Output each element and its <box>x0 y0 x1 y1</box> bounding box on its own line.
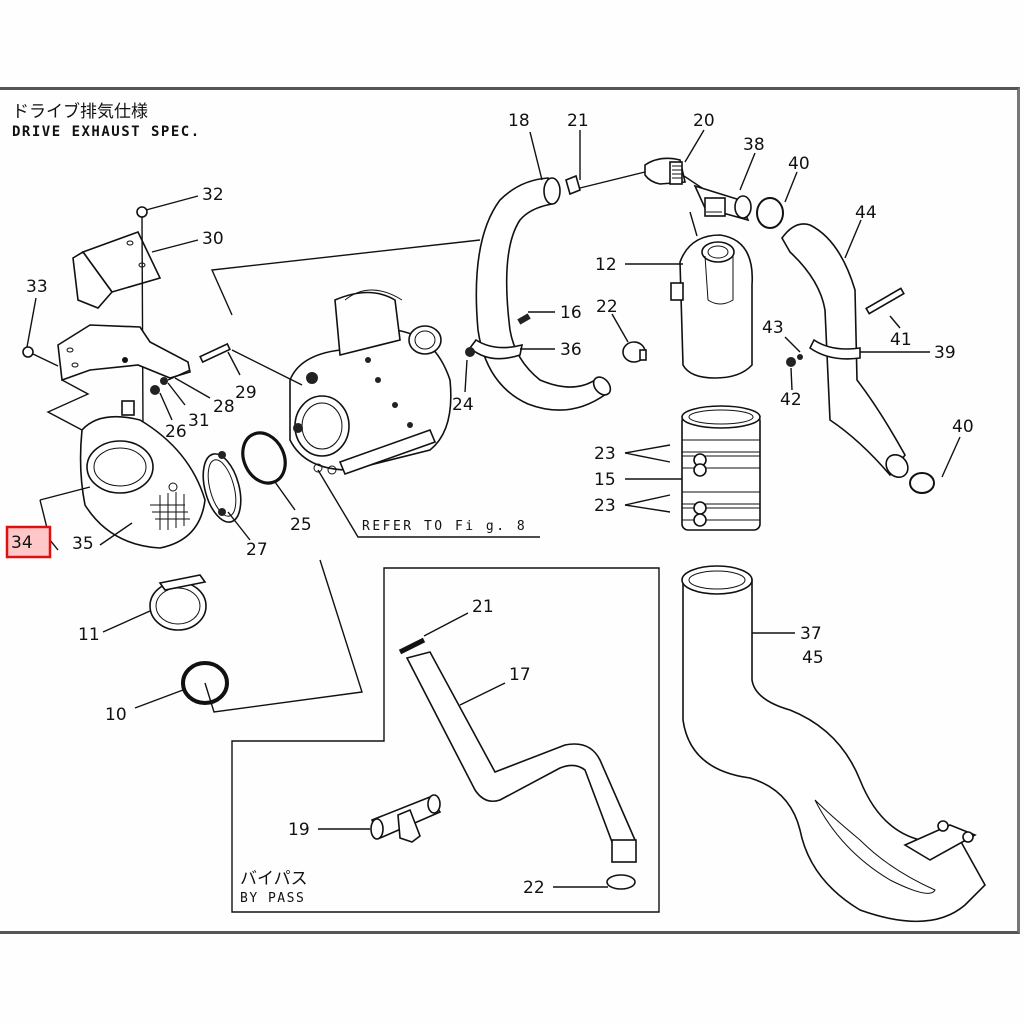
callout-43[interactable]: 43 <box>762 318 784 338</box>
callout-39[interactable]: 39 <box>934 343 956 363</box>
callout-17[interactable]: 17 <box>509 665 531 685</box>
part-bracket-plate[interactable] <box>57 324 191 382</box>
part-bolt-28[interactable] <box>167 369 191 381</box>
callout-23-upper[interactable]: 23 <box>594 444 616 464</box>
part-clamp-22-top[interactable] <box>622 341 647 363</box>
part-oring-10[interactable] <box>181 661 229 705</box>
part-pipe-18[interactable] <box>475 177 613 411</box>
callout-40-top[interactable]: 40 <box>788 154 810 174</box>
callout-42[interactable]: 42 <box>780 390 802 410</box>
callout-15[interactable]: 15 <box>594 470 616 490</box>
callout-22-top[interactable]: 22 <box>596 297 618 317</box>
leader-flange-top <box>210 239 481 316</box>
part-clip-21[interactable] <box>565 174 581 196</box>
leader-29-to-body <box>231 349 303 386</box>
part-clamp-40-bottom[interactable] <box>909 472 935 494</box>
part-elbow-20[interactable] <box>644 157 686 185</box>
callout-23-lower[interactable]: 23 <box>594 496 616 516</box>
part-gasket-25[interactable] <box>235 426 293 490</box>
callout-33[interactable]: 33 <box>26 277 48 297</box>
leader-tee-muffler <box>689 211 698 237</box>
callout-20[interactable]: 20 <box>693 111 715 131</box>
part-nut-24[interactable] <box>465 347 475 357</box>
part-clamp-11[interactable] <box>149 574 207 631</box>
part-sensor-41[interactable] <box>865 287 905 315</box>
title-en: DRIVE EXHAUST SPEC. <box>12 124 201 140</box>
refer-note: REFER TO Fi g. 8 <box>362 519 527 534</box>
callout-12[interactable]: 12 <box>595 255 617 275</box>
part-flex-joint-15[interactable] <box>681 405 761 531</box>
callout-21-top[interactable]: 21 <box>567 111 589 131</box>
part-tailpipe-37-45[interactable] <box>681 565 986 923</box>
leader-lines <box>26 129 961 888</box>
part-pipe-17[interactable] <box>405 651 637 863</box>
callout-37[interactable]: 37 <box>800 624 822 644</box>
callout-11[interactable]: 11 <box>78 625 100 645</box>
callout-32[interactable]: 32 <box>202 185 224 205</box>
callout-27[interactable]: 27 <box>246 540 268 560</box>
callout-45[interactable]: 45 <box>802 648 824 668</box>
callout-36[interactable]: 36 <box>560 340 582 360</box>
callout-30[interactable]: 30 <box>202 229 224 249</box>
part-bolt-33[interactable] <box>22 346 59 367</box>
part-bolt-32[interactable] <box>136 206 148 431</box>
part-clip-21-bypass[interactable] <box>398 637 426 655</box>
callout-19[interactable]: 19 <box>288 820 310 840</box>
part-stud-29[interactable] <box>199 342 231 364</box>
callout-35[interactable]: 35 <box>72 534 94 554</box>
callout-28[interactable]: 28 <box>213 397 235 417</box>
callout-29[interactable]: 29 <box>235 383 257 403</box>
part-v-clamp-27[interactable] <box>197 450 248 526</box>
callout-18[interactable]: 18 <box>508 111 530 131</box>
part-exhaust-elbow-35[interactable] <box>79 400 206 549</box>
leader-35 <box>99 522 133 546</box>
part-washer-31[interactable] <box>160 377 168 385</box>
refer-underline <box>317 469 540 538</box>
part-nut-42[interactable] <box>786 357 796 367</box>
part-clamp-40-top[interactable] <box>756 197 784 229</box>
part-tee-38[interactable] <box>693 184 752 222</box>
title-jp: ドライブ排気仕様 <box>12 101 148 122</box>
part-bolt-16[interactable] <box>517 313 531 325</box>
callout-25[interactable]: 25 <box>290 515 312 535</box>
part-clamp-22-bypass[interactable] <box>606 874 636 890</box>
leader-21-20 <box>579 171 646 189</box>
part-clamps-23[interactable] <box>681 439 761 527</box>
callout-24[interactable]: 24 <box>452 395 474 415</box>
callouts: 32 30 33 29 28 31 26 25 27 34 35 11 10 1… <box>5 111 974 898</box>
callout-40-bottom[interactable]: 40 <box>952 417 974 437</box>
callout-34[interactable]: 34 <box>11 533 33 553</box>
callout-22-bypass[interactable]: 22 <box>523 878 545 898</box>
part-bracket-30[interactable] <box>72 231 162 309</box>
part-washer-43[interactable] <box>797 354 803 360</box>
bypass-label-jp: バイパス <box>240 869 308 889</box>
leader-bracket <box>46 379 90 431</box>
callout-21-bypass[interactable]: 21 <box>472 597 494 617</box>
callout-31[interactable]: 31 <box>188 411 210 431</box>
bypass-inset <box>231 567 660 913</box>
callout-10[interactable]: 10 <box>105 705 127 725</box>
leader-10-to-body <box>204 559 363 713</box>
part-band-39[interactable] <box>808 338 861 360</box>
part-tee-19[interactable] <box>370 794 442 843</box>
callout-16[interactable]: 16 <box>560 303 582 323</box>
callout-44[interactable]: 44 <box>855 203 877 223</box>
part-exhaust-body[interactable] <box>289 289 452 476</box>
part-muffler-12[interactable] <box>670 234 753 379</box>
callout-26[interactable]: 26 <box>165 422 187 442</box>
callout-41[interactable]: 41 <box>890 330 912 350</box>
leader-34-top <box>39 486 91 501</box>
callout-38[interactable]: 38 <box>743 135 765 155</box>
part-nut-26[interactable] <box>150 385 160 395</box>
bypass-label-en: BY PASS <box>240 891 305 906</box>
highlight-box-34[interactable] <box>5 525 52 559</box>
part-band-36[interactable] <box>468 338 524 360</box>
